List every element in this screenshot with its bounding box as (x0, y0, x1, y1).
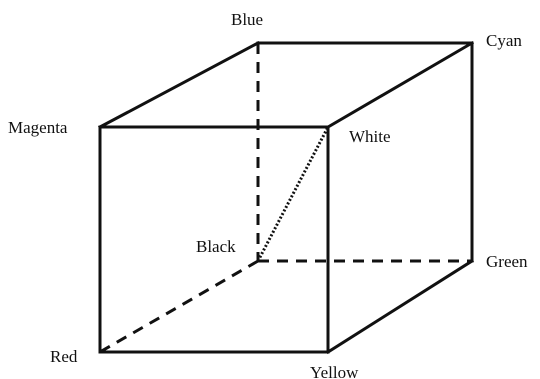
vertex-label-black: Black (196, 237, 236, 256)
vertex-label-magenta: Magenta (8, 118, 68, 137)
vertex-label-blue: Blue (231, 10, 263, 29)
vertex-label-green: Green (486, 252, 528, 271)
edge-white-cyan (325, 40, 475, 130)
vertex-label-red: Red (50, 347, 78, 366)
edge-black-red (99, 259, 259, 354)
vertex-label-yellow: Yellow (310, 363, 359, 379)
gray-axis-diagonal (256, 126, 330, 262)
edge-yellow-green (325, 258, 475, 355)
vertex-label-cyan: Cyan (486, 31, 522, 50)
edge-magenta-blue (97, 40, 261, 130)
cube-hidden-edges (99, 43, 472, 354)
cube-solid-edges (97, 40, 475, 355)
vertex-label-white: White (349, 127, 391, 146)
